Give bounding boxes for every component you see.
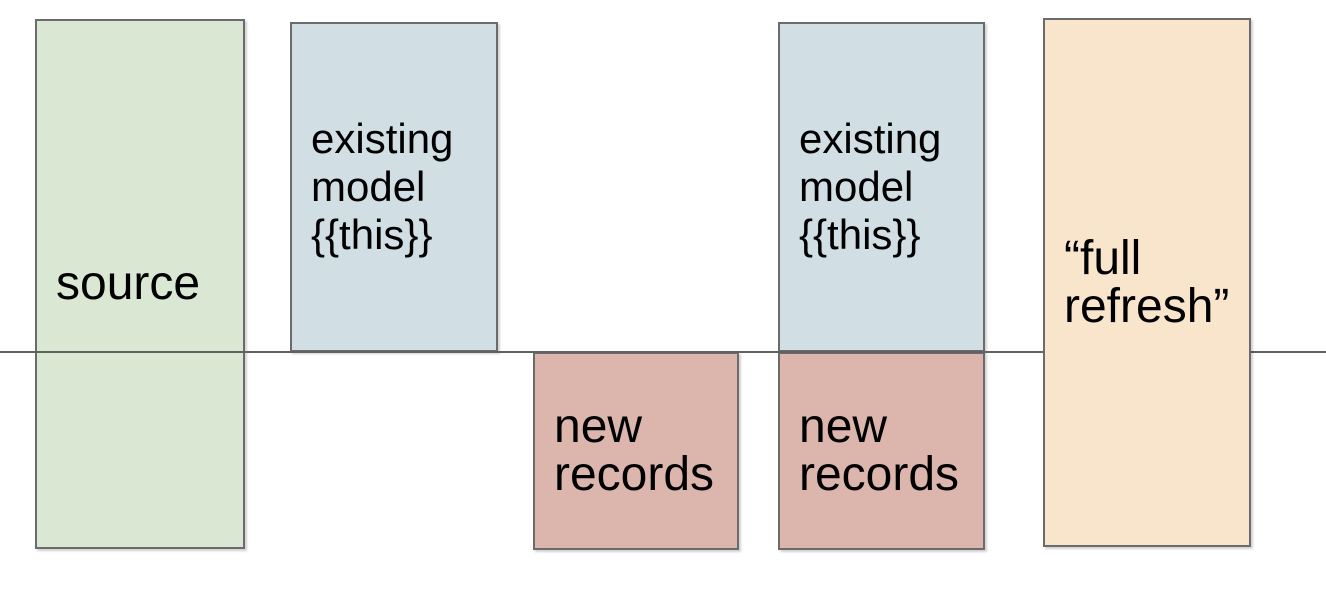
source-box-label: source (56, 257, 201, 310)
full-refresh-box: “full refresh” (1043, 18, 1251, 547)
new-records-box-2-label: new records (799, 400, 960, 501)
existing-model-box-2-label: existing model {{this}} (799, 115, 942, 258)
existing-model-box-1: existing model {{this}} (290, 22, 498, 352)
timeline-divider-line (0, 351, 1326, 353)
source-box: source (35, 19, 245, 549)
existing-model-box-2: existing model {{this}} (778, 22, 985, 352)
full-refresh-box-label: “full refresh” (1064, 231, 1230, 333)
existing-model-box-1-label: existing model {{this}} (311, 115, 454, 258)
new-records-box-2: new records (778, 352, 985, 550)
new-records-box-1-label: new records (554, 400, 715, 501)
new-records-box-1: new records (533, 352, 739, 550)
